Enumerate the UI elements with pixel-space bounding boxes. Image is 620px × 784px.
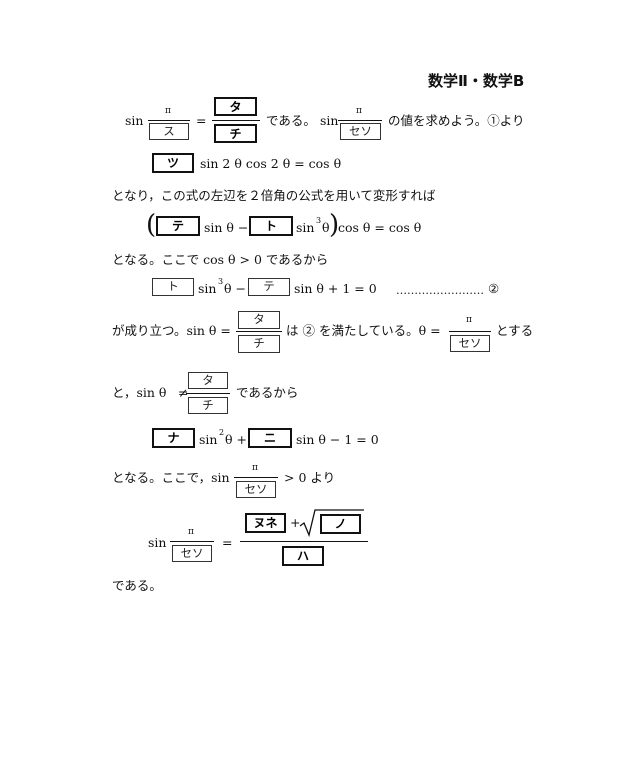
- fraction-bar: [234, 477, 278, 478]
- text-sin-theta-minus: sin θ −: [204, 220, 249, 235]
- text-line-8-end: であるから: [236, 385, 299, 400]
- text-line-7-mid: は ② を満たしている。θ =: [286, 323, 441, 338]
- text-cos-eq: cos θ = cos θ: [338, 220, 422, 235]
- fraction-bar: [186, 393, 230, 394]
- text-line-7-end: とする: [496, 323, 534, 338]
- fraction-bar: [236, 331, 282, 332]
- answer-box-to: ト: [249, 216, 293, 236]
- answer-box-su: ス: [149, 123, 189, 140]
- superscript-3: 3: [316, 216, 322, 225]
- not-equal-sign: ≠: [178, 385, 189, 400]
- answer-box-ta: タ: [214, 97, 257, 116]
- text-line-7-start: が成り立つ。sin θ =: [112, 323, 231, 338]
- answer-box-chi: チ: [238, 335, 280, 353]
- sin-label: sin: [320, 113, 339, 128]
- answer-box-ha: ハ: [282, 546, 324, 566]
- fraction-bar: [240, 541, 368, 543]
- answer-box-nune: ヌネ: [245, 513, 286, 533]
- answer-box-chi: チ: [214, 124, 257, 143]
- fraction-bar: [338, 120, 382, 121]
- leader-dots: ……………………: [396, 284, 484, 297]
- superscript-2: 2: [219, 428, 225, 437]
- answer-box-seso: セソ: [172, 545, 212, 562]
- square-root-icon: [299, 509, 364, 538]
- answer-box-seso: セソ: [236, 481, 276, 498]
- answer-box-ta: タ: [238, 311, 280, 329]
- text-theta: θ: [322, 220, 330, 235]
- right-paren: ): [329, 210, 340, 240]
- answer-box-ni: ニ: [248, 428, 292, 448]
- pi-numerator: π: [356, 106, 362, 116]
- text-de-aru: である。: [266, 113, 316, 128]
- pi-numerator: π: [252, 463, 258, 473]
- text-theta-minus: θ −: [224, 281, 246, 296]
- text-sin-theta-plus-one: sin θ + 1 = 0: [294, 281, 377, 296]
- answer-box-seso: セソ: [450, 335, 490, 352]
- answer-box-te: テ: [248, 278, 290, 296]
- answer-box-na: ナ: [152, 428, 195, 448]
- fraction-bar: [170, 541, 214, 542]
- equals-sign: =: [196, 113, 207, 128]
- pi-numerator: π: [188, 527, 194, 537]
- pi-numerator: π: [466, 315, 472, 325]
- text-theta-plus: θ +: [225, 432, 247, 447]
- text-sin-cubed: sin: [296, 220, 315, 235]
- pi-numerator: π: [165, 106, 171, 116]
- text-line-10-end: > 0 より: [284, 470, 336, 485]
- sin-label: sin: [125, 113, 144, 128]
- answer-box-te: テ: [156, 216, 200, 236]
- equals-sign: =: [222, 535, 233, 550]
- fraction-bar: [148, 120, 190, 121]
- text-line-10-start: となる。ここで，sin: [112, 470, 230, 485]
- sin-label: sin: [148, 535, 167, 550]
- text-sin-cubed: sin: [198, 281, 217, 296]
- superscript-3: 3: [218, 277, 224, 286]
- equation-tsu: sin 2 θ cos 2 θ = cos θ: [200, 156, 342, 171]
- answer-box-no: ノ: [320, 514, 361, 534]
- answer-box-to: ト: [152, 278, 194, 296]
- answer-box-seso: セソ: [340, 123, 381, 140]
- plus-sign: +: [290, 515, 301, 530]
- equation-number-2: ②: [488, 281, 500, 296]
- fraction-bar: [212, 120, 260, 122]
- text-line-3: となり，この式の左辺を２倍角の公式を用いて変形すれば: [112, 188, 436, 203]
- text-line-8-start: と，sin θ: [112, 385, 167, 400]
- left-paren: (: [146, 210, 157, 240]
- text-line-5: となる。ここで cos θ > 0 であるから: [112, 252, 329, 267]
- fraction-bar: [449, 331, 491, 332]
- text-closing: である。: [112, 578, 162, 593]
- text-sin-theta-minus-one: sin θ − 1 = 0: [296, 432, 379, 447]
- answer-box-chi: チ: [188, 397, 228, 414]
- answer-box-ta: タ: [188, 372, 228, 389]
- text-find-value: の値を求めよう。①より: [388, 113, 525, 128]
- page-header: 数学Ⅱ・数学B: [428, 72, 525, 90]
- answer-box-tsu: ツ: [152, 153, 194, 173]
- text-sin-squared: sin: [199, 432, 218, 447]
